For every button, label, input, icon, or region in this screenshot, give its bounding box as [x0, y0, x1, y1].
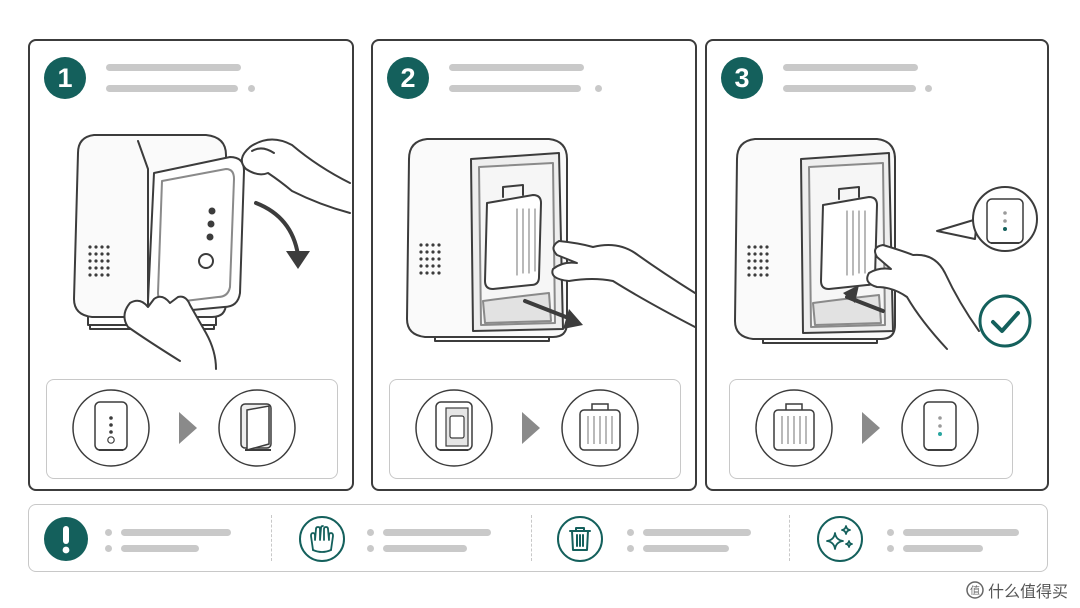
device-cover-open-icon — [240, 403, 272, 451]
tip-dispose — [557, 505, 787, 571]
step-subtitle-placeholder-2 — [449, 85, 581, 92]
trash-bin-icon — [557, 516, 603, 562]
step-title-placeholder-2 — [449, 64, 584, 71]
step-panel-1: 1 — [28, 39, 354, 491]
svg-text:值: 值 — [970, 584, 980, 597]
step-illustration-open-cover — [73, 134, 351, 370]
tip-divider — [531, 515, 532, 561]
step-dot-3 — [925, 85, 932, 92]
step-panel-3: 3 — [705, 39, 1049, 491]
filter-cartridge-icon — [579, 403, 621, 451]
progress-arrow-icon — [522, 412, 540, 444]
step-title-placeholder-3 — [783, 64, 918, 71]
watermark: 值 什么值得买 — [966, 578, 1068, 602]
sparkle-clean-icon — [817, 516, 863, 562]
before-after-graphic-1 — [72, 389, 296, 467]
step-illustration-remove-filter — [406, 138, 696, 342]
filter-cartridge-icon — [773, 403, 815, 451]
before-after-box-2 — [389, 379, 681, 479]
watermark-logo-icon: 值 — [966, 581, 984, 599]
device-closed-icon — [94, 401, 128, 451]
tip-warning — [43, 505, 271, 571]
tip-clean — [817, 505, 1041, 571]
step-subtitle-placeholder-1 — [106, 85, 238, 92]
before-after-box-1 — [46, 379, 338, 479]
progress-arrow-icon — [862, 412, 880, 444]
step-number-badge-2: 2 — [387, 57, 429, 99]
warning-icon — [44, 517, 88, 561]
checkmark-icon — [978, 294, 1032, 348]
indicator-zoom-icon — [986, 198, 1024, 244]
step-dot-1 — [248, 85, 255, 92]
tip-divider — [789, 515, 790, 561]
tip-divider — [271, 515, 272, 561]
step-dot-2 — [595, 85, 602, 92]
step-panel-2: 2 — [371, 39, 697, 491]
watermark-text: 什么值得买 — [987, 584, 1068, 601]
step-number-badge-1: 1 — [44, 57, 86, 99]
hands-icon — [299, 516, 345, 562]
tip-wash-hands — [299, 505, 529, 571]
before-after-graphic-3 — [755, 389, 979, 467]
device-open-filter-icon — [435, 401, 473, 451]
step-title-placeholder-1 — [106, 64, 241, 71]
device-ready-icon — [923, 401, 957, 451]
progress-arrow-icon — [179, 412, 197, 444]
before-after-graphic-2 — [415, 389, 639, 467]
tips-footer — [28, 504, 1048, 572]
step-subtitle-placeholder-3 — [783, 85, 916, 92]
step-number-badge-3: 3 — [721, 57, 763, 99]
before-after-box-3 — [729, 379, 1013, 479]
step-illustration-insert-filter — [734, 138, 1038, 350]
